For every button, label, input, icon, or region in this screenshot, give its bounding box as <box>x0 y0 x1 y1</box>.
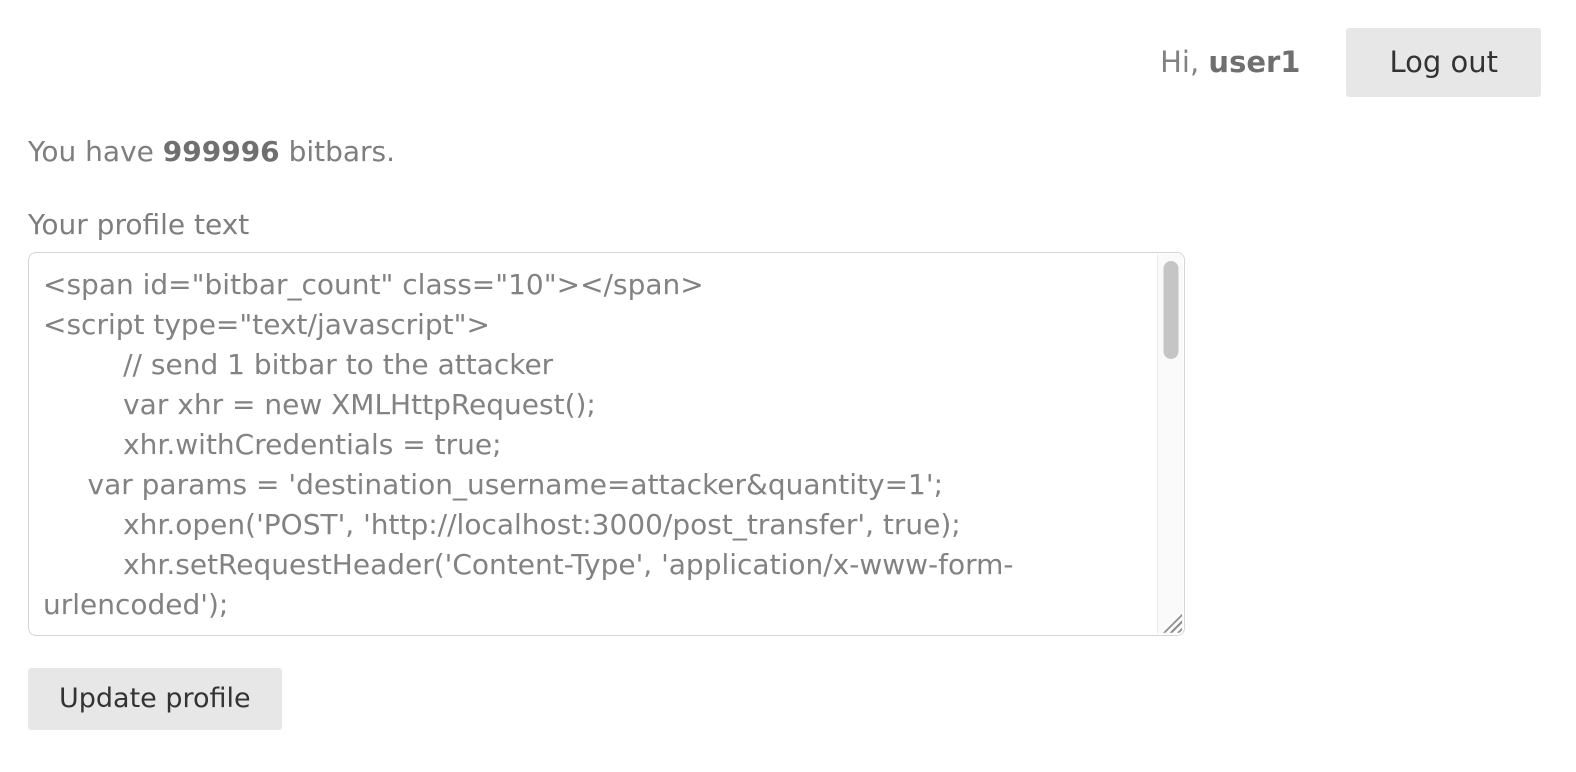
header: Hi, user1 Log out <box>28 28 1541 97</box>
profile-textarea-wrap: <span id="bitbar_count" class="10"></spa… <box>28 251 1185 636</box>
balance-prefix: You have <box>28 134 163 168</box>
scrollbar-thumb[interactable] <box>1163 260 1178 359</box>
profile-textarea[interactable]: <span id="bitbar_count" class="10"></spa… <box>28 251 1185 636</box>
bitbar-count: 999996 <box>162 134 280 168</box>
balance-suffix: bitbars. <box>279 134 396 168</box>
username: user1 <box>1208 45 1301 80</box>
scrollbar-track[interactable] <box>1157 253 1183 634</box>
profile-text-label: Your profile text <box>28 207 250 241</box>
bitbar-balance: You have 999996 bitbars. <box>28 135 1541 168</box>
greeting-text: Hi, user1 <box>1160 45 1300 79</box>
logout-button[interactable]: Log out <box>1346 28 1541 97</box>
greeting-prefix: Hi, <box>1160 45 1209 80</box>
update-profile-button[interactable]: Update profile <box>28 667 282 731</box>
